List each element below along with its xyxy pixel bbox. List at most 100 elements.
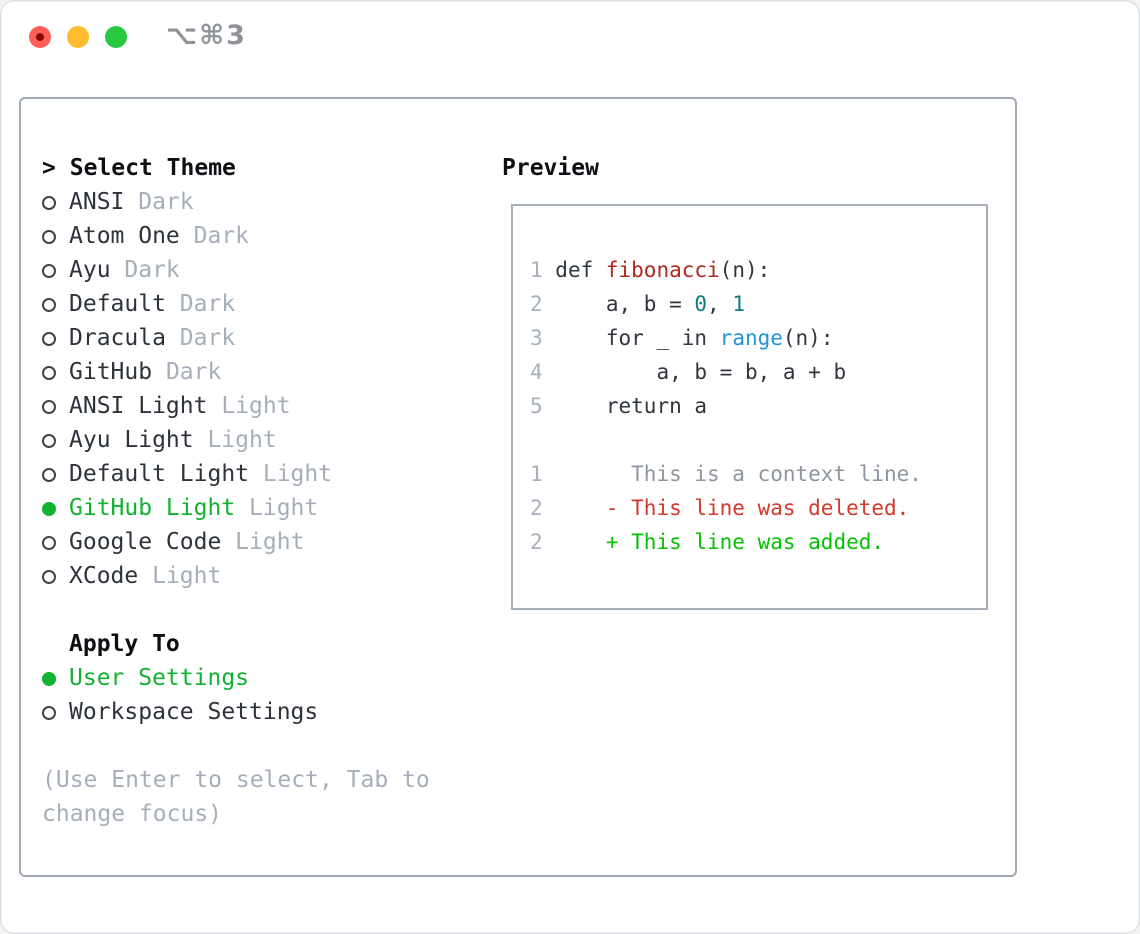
theme-option[interactable]: Google Code Light [42,525,430,559]
code-line: 5 return a [530,389,922,423]
code-token: a, b = b, a + b [555,360,847,384]
theme-variant-label: Light [235,495,319,521]
theme-option[interactable]: ANSI Light Light [42,389,430,423]
theme-option[interactable]: Ayu Light Light [42,423,430,457]
code-token: return a [555,394,708,418]
radio-icon [42,400,56,414]
apply-to-option[interactable]: User Settings [42,661,430,695]
option-label: Default Light [69,461,250,487]
theme-option[interactable]: ANSI Dark [42,185,430,219]
code-line: 2 a, b = 0, 1 [530,287,922,321]
theme-option[interactable]: Dracula Dark [42,321,430,355]
minimize-button[interactable] [67,26,89,48]
theme-variant-label: Light [249,461,333,487]
radio-icon [42,196,56,210]
code-token: range [719,326,783,350]
option-label: GitHub Light [69,495,236,521]
code-line: 1 This is a context line. [530,457,922,491]
option-label: Ayu [69,257,111,283]
code-line [530,423,922,457]
radio-icon [42,570,56,584]
theme-option[interactable]: XCode Light [42,559,430,593]
zoom-button[interactable] [105,26,127,48]
hint-line-2: change focus) [42,801,223,827]
line-number: 3 [530,326,556,350]
radio-icon [42,332,56,346]
preview-header: Preview [502,155,599,181]
apply-to-option[interactable]: Workspace Settings [42,695,430,729]
theme-variant-label: Dark [152,359,222,385]
theme-variant-label: Dark [165,291,236,317]
code-line: 2 + This line was added. [530,525,922,559]
theme-variant-label: Light [221,529,305,555]
code-token: a, b = [555,292,695,316]
line-number: 2 [530,292,556,316]
option-label: Workspace Settings [69,699,319,725]
code-line: 3 for _ in range(n): [530,321,922,355]
option-label: User Settings [69,665,250,691]
close-button[interactable] [29,26,51,48]
option-label: Ayu Light [69,427,194,453]
code-token: def [555,258,606,282]
theme-option[interactable]: Atom One Dark [42,219,430,253]
unsaved-dot-icon [36,33,44,41]
code-token: This is a context line. [555,462,922,486]
radio-selected-icon [42,672,56,686]
option-label: Default [69,291,166,317]
code-token: (n): [719,258,771,282]
theme-option[interactable]: GitHub Dark [42,355,430,389]
code-line: 1 def fibonacci(n): [530,253,922,287]
theme-option[interactable]: Ayu Dark [42,253,430,287]
option-label: GitHub [69,359,153,385]
option-label: Atom One [69,223,180,249]
theme-variant-label: Dark [110,257,180,283]
radio-icon [42,706,56,720]
line-number: 5 [530,394,556,418]
option-label: Dracula [69,325,166,351]
radio-icon [42,298,56,312]
code-token: (n): [782,326,834,350]
code-line: 2 - This line was deleted. [530,491,922,525]
radio-icon [42,230,56,244]
line-number: 2 [530,496,556,520]
titlebar: ⌥⌘3 [0,0,1140,75]
line-number: 4 [530,360,556,384]
option-label: Google Code [69,529,222,555]
code-token: for _ in [555,326,720,350]
theme-variant-label: Light [138,563,222,589]
theme-variant-label: Light [193,427,277,453]
theme-option[interactable]: Default Dark [42,287,430,321]
line-number: 1 [530,462,556,486]
radio-icon [42,536,56,550]
option-label: ANSI Light [69,393,208,419]
code-token: 0 [694,292,708,316]
code-line: 4 a, b = b, a + b [530,355,922,389]
window-title-shortcut: ⌥⌘3 [166,20,247,51]
code-token: , [707,292,733,316]
option-label: XCode [69,563,139,589]
radio-icon [42,468,56,482]
theme-option[interactable]: GitHub Light Light [42,491,430,525]
radio-icon [42,264,56,278]
theme-variant-label: Dark [165,325,236,351]
line-number: 1 [530,258,556,282]
radio-icon [42,434,56,448]
spacer [42,593,430,627]
select-theme-header: > Select Theme [42,155,236,181]
prompt-icon: > [42,155,56,181]
theme-option[interactable]: Default Light Light [42,457,430,491]
theme-variant-label: Light [207,393,291,419]
apply-to-header: Apply To [69,631,180,657]
radio-icon [42,366,56,380]
theme-variant-label: Dark [179,223,250,249]
code-token: + This line was added. [555,530,885,554]
code-token: - This line was deleted. [555,496,910,520]
line-number: 2 [530,530,556,554]
spacer [42,729,430,763]
theme-variant-label: Dark [124,189,194,215]
